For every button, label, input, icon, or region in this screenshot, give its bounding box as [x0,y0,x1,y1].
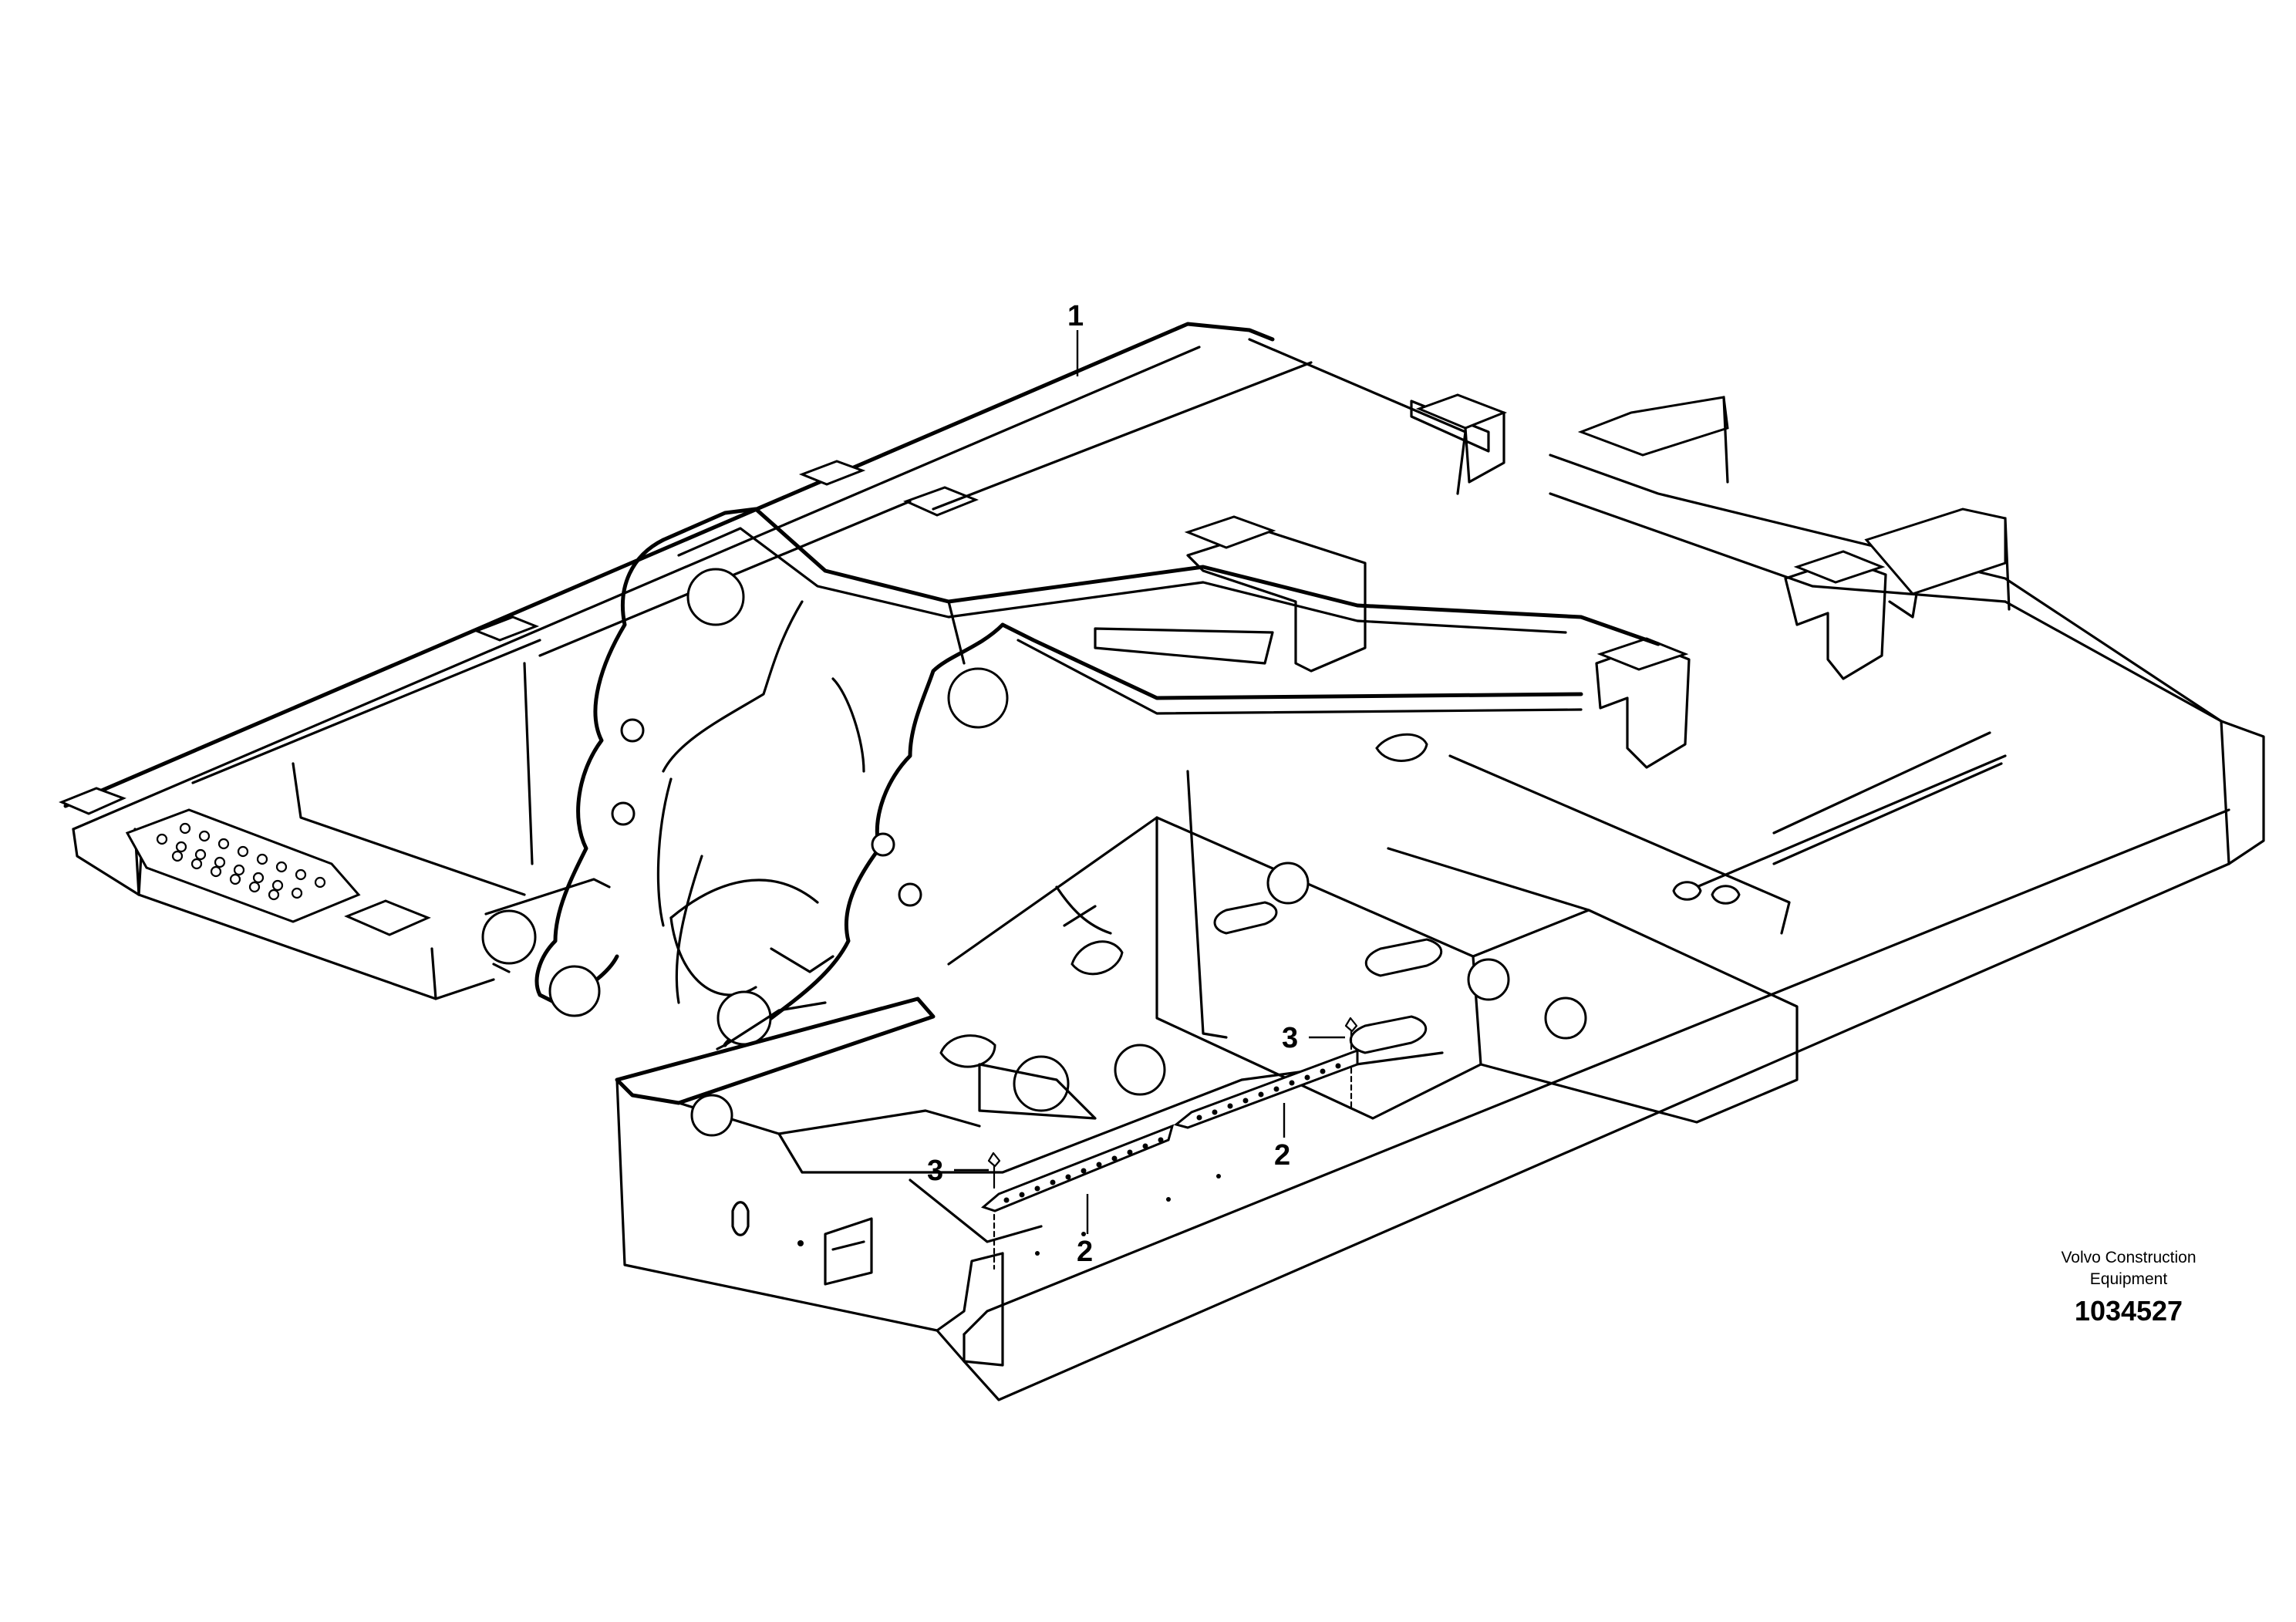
boom-mount [481,507,1660,1050]
callout-2-left: 2 [1077,1236,1093,1268]
callout-2-right: 2 [1274,1139,1290,1172]
cross-members [963,393,2265,1401]
saddles [1094,515,1887,769]
callout-leaders [954,330,1345,1234]
credit-line-1: Volvo Construction [2061,1249,2196,1266]
credit-block: Volvo Construction Equipment 1034527 [2061,1249,2196,1327]
anti-slip-plates [981,1048,1359,1212]
step-perforations [156,822,326,901]
center-floor [947,733,1799,1124]
reference-number: 1034527 [2075,1295,2183,1327]
callout-1: 1 [1067,300,1084,332]
screws [987,1017,1358,1270]
plate-perforations [1003,1063,1341,1203]
credit-line-2: Equipment [2090,1270,2168,1288]
upper-frame-drawing [59,322,2265,1401]
left-walkway [59,322,1467,1000]
callout-3-left: 3 [927,1155,943,1187]
front-box [615,808,2230,1367]
callout-3-right: 3 [1282,1022,1298,1054]
